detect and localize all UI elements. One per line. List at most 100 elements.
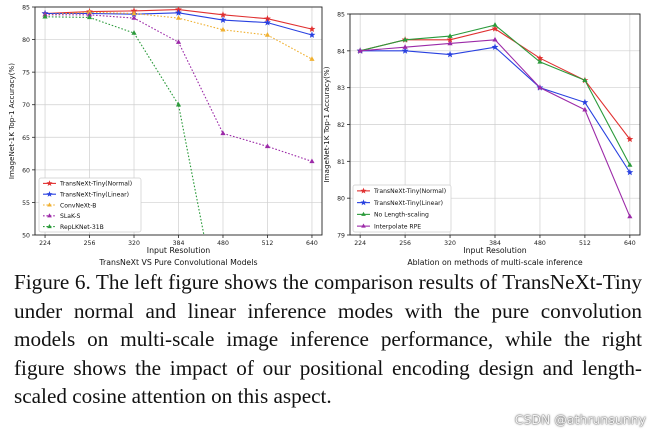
series-group: [356, 22, 634, 219]
point-marker: [357, 47, 363, 53]
point-marker: [175, 101, 182, 107]
point-marker: [308, 31, 316, 38]
point-marker: [309, 158, 315, 164]
point-marker: [491, 25, 499, 32]
legend-label: ConvNeXt-B: [60, 202, 97, 209]
point-marker: [446, 50, 454, 58]
point-marker: [86, 14, 93, 20]
legend-label: TransNeXt-Tiny(Normal): [373, 188, 446, 195]
point-marker: [447, 33, 453, 38]
legend-label: TransNeXt-Tiny(Linear): [373, 200, 443, 207]
x-tick-label: 480: [217, 240, 229, 247]
point-marker: [175, 9, 182, 16]
watermark: CSDN @athrunsunny: [514, 412, 646, 427]
legend-label: Interpolate RPE: [374, 223, 421, 230]
chart-title: Ablation on methods of multi-scale infer…: [407, 258, 582, 267]
y-axis-label: ImageNet-1K Top-1 Accuracy(%): [7, 63, 16, 179]
point-marker: [131, 30, 137, 35]
x-tick-label: 224: [39, 240, 51, 247]
point-marker: [360, 187, 367, 194]
legend-box: [352, 184, 452, 233]
x-tick-label: 256: [399, 240, 411, 247]
legend-box: [38, 177, 142, 233]
point-marker: [264, 15, 271, 22]
legend-label: SLaK-S: [60, 213, 81, 220]
x-tick-label: 320: [444, 240, 456, 247]
point-marker: [47, 224, 52, 229]
x-tick-label: 640: [624, 240, 636, 247]
x-tick-label: 480: [534, 240, 546, 247]
point-marker: [401, 47, 409, 54]
point-marker: [446, 36, 454, 43]
point-marker: [537, 59, 543, 64]
point-marker: [131, 10, 137, 16]
y-tick-label: 84: [337, 48, 345, 55]
x-tick-label: 512: [579, 240, 591, 247]
point-marker: [308, 25, 316, 33]
x-axis-label: Input Resolution: [147, 246, 210, 255]
y-axis-label: ImageNet-1K Top-1 Accuracy(%): [322, 66, 331, 182]
y-tick-label: 70: [22, 102, 30, 109]
x-tick-label: 320: [128, 240, 140, 247]
y-tick-label: 65: [22, 135, 30, 142]
legend-label: TransNeXt-Tiny(Normal): [59, 181, 132, 188]
point-marker: [219, 16, 227, 23]
point-marker: [492, 22, 498, 27]
series-group: [41, 7, 316, 235]
point-marker: [536, 54, 544, 62]
y-tick-label: 60: [22, 167, 30, 174]
y-tick-label: 80: [22, 37, 30, 44]
y-tick-label: 81: [337, 159, 345, 166]
point-marker: [626, 168, 634, 176]
point-marker: [220, 130, 226, 136]
point-marker: [361, 223, 366, 228]
x-tick-label: 384: [173, 240, 185, 247]
point-marker: [309, 56, 315, 61]
point-marker: [264, 143, 271, 149]
legend: TransNeXt-Tiny(Normal) TransNeXt-Tiny(Lin…: [352, 184, 452, 233]
point-marker: [175, 39, 182, 44]
point-marker: [361, 211, 366, 216]
caption-text: Figure 6. The left figure shows the comp…: [14, 270, 642, 409]
point-marker: [447, 40, 453, 46]
point-marker: [627, 162, 633, 167]
y-tick-label: 80: [337, 196, 345, 203]
point-marker: [360, 199, 367, 206]
point-marker: [582, 106, 588, 112]
x-tick-label: 512: [262, 240, 274, 247]
chart-title: TransNeXt VS Pure Convolutional Models: [98, 258, 257, 267]
y-tick-label: 55: [22, 200, 30, 207]
point-marker: [581, 98, 589, 106]
x-tick-label: 384: [489, 240, 501, 247]
y-tick-label: 79: [337, 233, 345, 240]
legend-label: TransNeXt-Tiny(Linear): [59, 192, 129, 199]
point-marker: [46, 191, 53, 197]
point-marker: [626, 135, 634, 143]
point-marker: [46, 180, 53, 186]
point-marker: [582, 77, 588, 83]
y-tick-label: 85: [22, 5, 30, 12]
point-marker: [537, 84, 543, 90]
point-marker: [491, 43, 499, 51]
point-marker: [627, 213, 633, 219]
y-tick-label: 85: [337, 12, 345, 19]
point-marker: [402, 44, 408, 49]
point-marker: [47, 202, 52, 207]
point-marker: [402, 36, 408, 42]
point-marker: [220, 26, 226, 32]
point-marker: [175, 15, 182, 20]
y-tick-label: 75: [22, 70, 30, 77]
figure-caption: Figure 6. The left figure shows the comp…: [14, 268, 642, 411]
point-marker: [219, 11, 227, 18]
point-marker: [86, 11, 93, 17]
x-tick-label: 256: [84, 240, 96, 247]
point-marker: [131, 15, 137, 20]
point-marker: [264, 19, 271, 26]
legend: TransNeXt-Tiny(Normal) TransNeXt-Tiny(Lin…: [38, 177, 142, 233]
x-tick-label: 640: [306, 240, 318, 247]
legend-label: RepLKNet-31B: [60, 224, 104, 231]
legend-label: No Length-scaling: [374, 212, 429, 219]
